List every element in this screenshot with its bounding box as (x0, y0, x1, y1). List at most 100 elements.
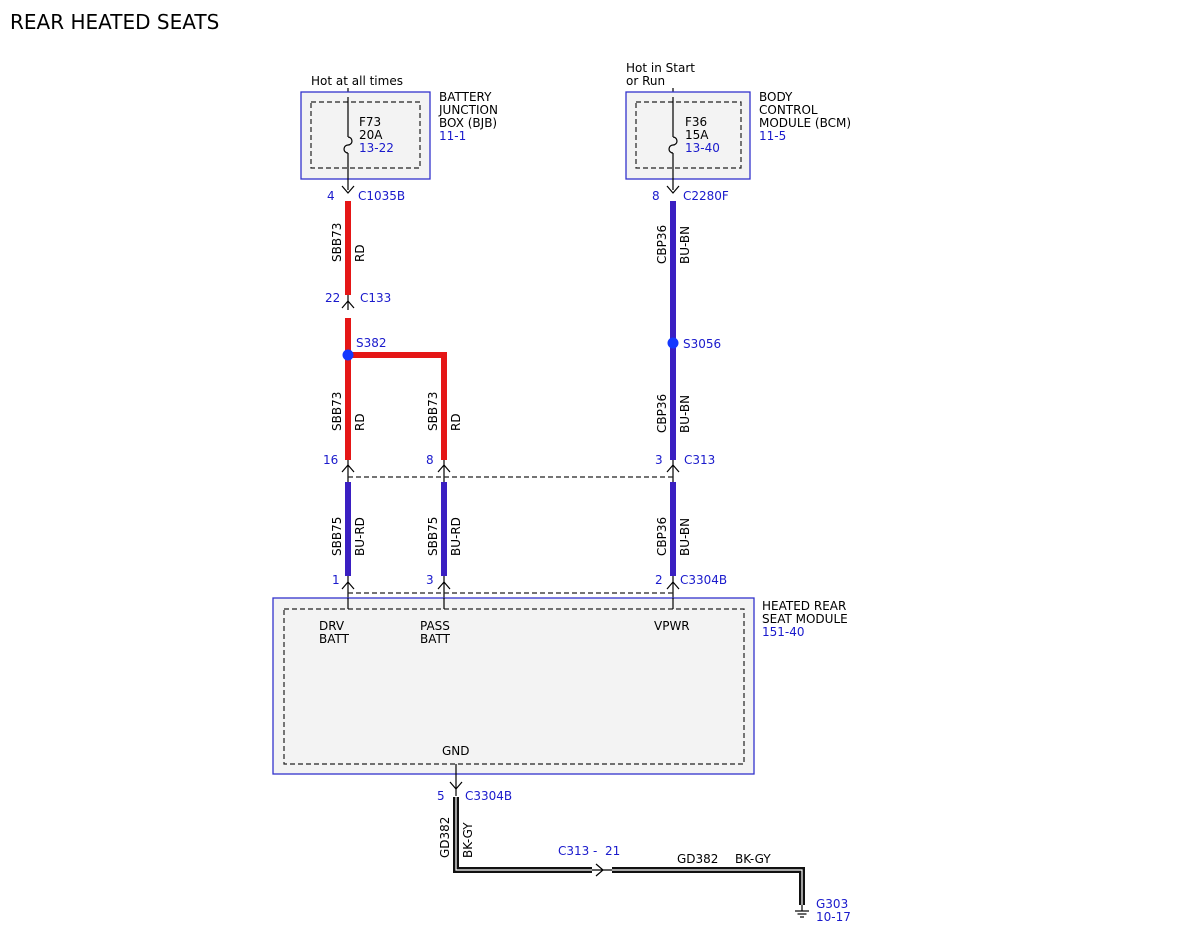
c3304b-gnd-label: C3304B (465, 789, 512, 803)
module-name-line2: SEAT MODULE (762, 612, 848, 626)
c3304b-gnd-connector-icon (449, 781, 463, 790)
fuse-f36-ref: 13-40 (685, 141, 720, 155)
fuse-f73-label: F73 (359, 115, 381, 129)
c133-label: C133 (360, 291, 391, 305)
wire-label-gd382-2: GD382 (677, 852, 718, 866)
c313-gnd-pin: 21 (605, 844, 620, 858)
c313-vpwr-pin: 3 (655, 453, 663, 467)
bjb-name-line1: BATTERY (439, 90, 492, 104)
wire-label-gd382-1: GD382 (438, 817, 452, 858)
fuse-f73-rating: 20A (359, 128, 383, 142)
module-outer-box (272, 597, 755, 775)
page-title: REAR HEATED SEATS (10, 10, 219, 34)
bcm-name-line1: BODY (759, 90, 793, 104)
wire-color-sbb73-2: RD (353, 413, 367, 431)
c313-drv-pin: 16 (323, 453, 338, 467)
fuse-f36-label: F36 (685, 115, 707, 129)
wire-color-sbb75-2: BU-RD (449, 517, 463, 556)
bjb-name-line3: BOX (BJB) (439, 116, 497, 130)
ground-g303-ref: 10-17 (816, 910, 851, 924)
c1035b-pin: 4 (327, 189, 335, 203)
c313-pass-connector-icon (437, 464, 451, 473)
wire-color-sbb73-3: RD (449, 413, 463, 431)
wire-label-sbb75-2: SBB75 (426, 517, 440, 556)
wire-label-sbb75-1: SBB75 (330, 517, 344, 556)
fuse-f73-ref: 13-22 (359, 141, 394, 155)
c3304b-gnd-pin: 5 (437, 789, 445, 803)
bjb-supply-label: Hot at all times (311, 74, 403, 88)
fuse-f36-icon (668, 97, 678, 190)
c3304b-vpwr-pin: 2 (655, 573, 663, 587)
module-pin-vpwr: VPWR (654, 619, 690, 633)
wire-label-cbp36-1: CBP36 (655, 225, 669, 264)
module-pin-gnd: GND (442, 744, 470, 758)
module-ref: 151-40 (762, 625, 805, 639)
heated-rear-seat-module: DRV BATT PASS BATT VPWR GND HEATED REAR … (272, 597, 848, 775)
c3304b-drv-pin: 1 (332, 573, 340, 587)
bcm-name-line2: CONTROL (759, 103, 818, 117)
c133-connector-icon (341, 300, 355, 309)
body-control-module: Hot in Start or Run F36 15A 13-40 BODY C… (625, 61, 851, 190)
bcm-name-line3: MODULE (BCM) (759, 116, 851, 130)
bcm-inner-box (635, 101, 742, 169)
bcm-ref: 11-5 (759, 129, 786, 143)
ground-icon (795, 905, 809, 918)
wire-color-cbp36-2: BU-BN (678, 395, 692, 433)
bjb-inner-box (310, 101, 421, 169)
fuse-f36-rating: 15A (685, 128, 709, 142)
wire-color-gd382-1: BK-GY (461, 822, 475, 858)
module-name-line1: HEATED REAR (762, 599, 846, 613)
bcm-supply-line1: Hot in Start (626, 61, 695, 75)
bjb-ref: 11-1 (439, 129, 466, 143)
wire-label-cbp36-3: CBP36 (655, 517, 669, 556)
module-pin-pass-line2: BATT (420, 632, 451, 646)
wire-label-cbp36-2: CBP36 (655, 394, 669, 433)
c3304b-pass-pin: 3 (426, 573, 434, 587)
wire-color-cbp36-1: BU-BN (678, 226, 692, 264)
wire-label-sbb73-1: SBB73 (330, 223, 344, 262)
c313-gnd-connector-icon (595, 863, 604, 877)
c1035b-label: C1035B (358, 189, 405, 203)
module-pin-drv-line1: DRV (319, 619, 345, 633)
module-pin-pass-line1: PASS (420, 619, 450, 633)
c2280f-label: C2280F (683, 189, 729, 203)
c2280f-connector-icon (666, 185, 680, 194)
splice-s382-dot (342, 349, 354, 361)
ground-g303-label: G303 (816, 897, 848, 911)
c3304b-drv-connector-icon (341, 581, 355, 590)
c313-gnd-sep: - (593, 844, 597, 858)
c3304b-vpwr-connector-icon (666, 581, 680, 590)
splice-s3056-label: S3056 (683, 337, 721, 351)
wire-gd382-right (612, 867, 805, 905)
wire-color-sbb75-1: BU-RD (353, 517, 367, 556)
wire-gd382-right-stripe (612, 869, 803, 905)
splice-s382-label: S382 (356, 336, 387, 350)
splice-s3056-dot (667, 337, 679, 349)
wire-sbb73-pass (348, 352, 447, 460)
battery-junction-box: Hot at all times F73 20A 13-22 BATTERY J… (300, 74, 498, 190)
bcm-outer-box (625, 91, 751, 180)
wire-color-gd382-2: BK-GY (735, 852, 771, 866)
fuse-f73-icon (343, 97, 353, 190)
c313-drv-connector-icon (341, 464, 355, 473)
wire-label-sbb73-3: SBB73 (426, 392, 440, 431)
c313-gnd-label: C313 (558, 844, 589, 858)
c133-pin: 22 (325, 291, 340, 305)
module-inner-box (283, 608, 745, 765)
c3304b-pass-connector-icon (437, 581, 451, 590)
wire-color-cbp36-3: BU-BN (678, 518, 692, 556)
bjb-name-line2: JUNCTION (438, 103, 498, 117)
c3304b-label: C3304B (680, 573, 727, 587)
bjb-outer-box (300, 91, 431, 180)
wire-label-sbb73-2: SBB73 (330, 392, 344, 431)
c1035b-connector-icon (341, 185, 355, 194)
c2280f-pin: 8 (652, 189, 660, 203)
c313-vpwr-connector-icon (666, 464, 680, 473)
c313-label: C313 (684, 453, 715, 467)
wire-color-sbb73-1: RD (353, 244, 367, 262)
module-pin-drv-line2: BATT (319, 632, 350, 646)
c313-pass-pin: 8 (426, 453, 434, 467)
wire-gd382-lower-stripe (455, 797, 592, 871)
bcm-supply-line2: or Run (626, 74, 665, 88)
